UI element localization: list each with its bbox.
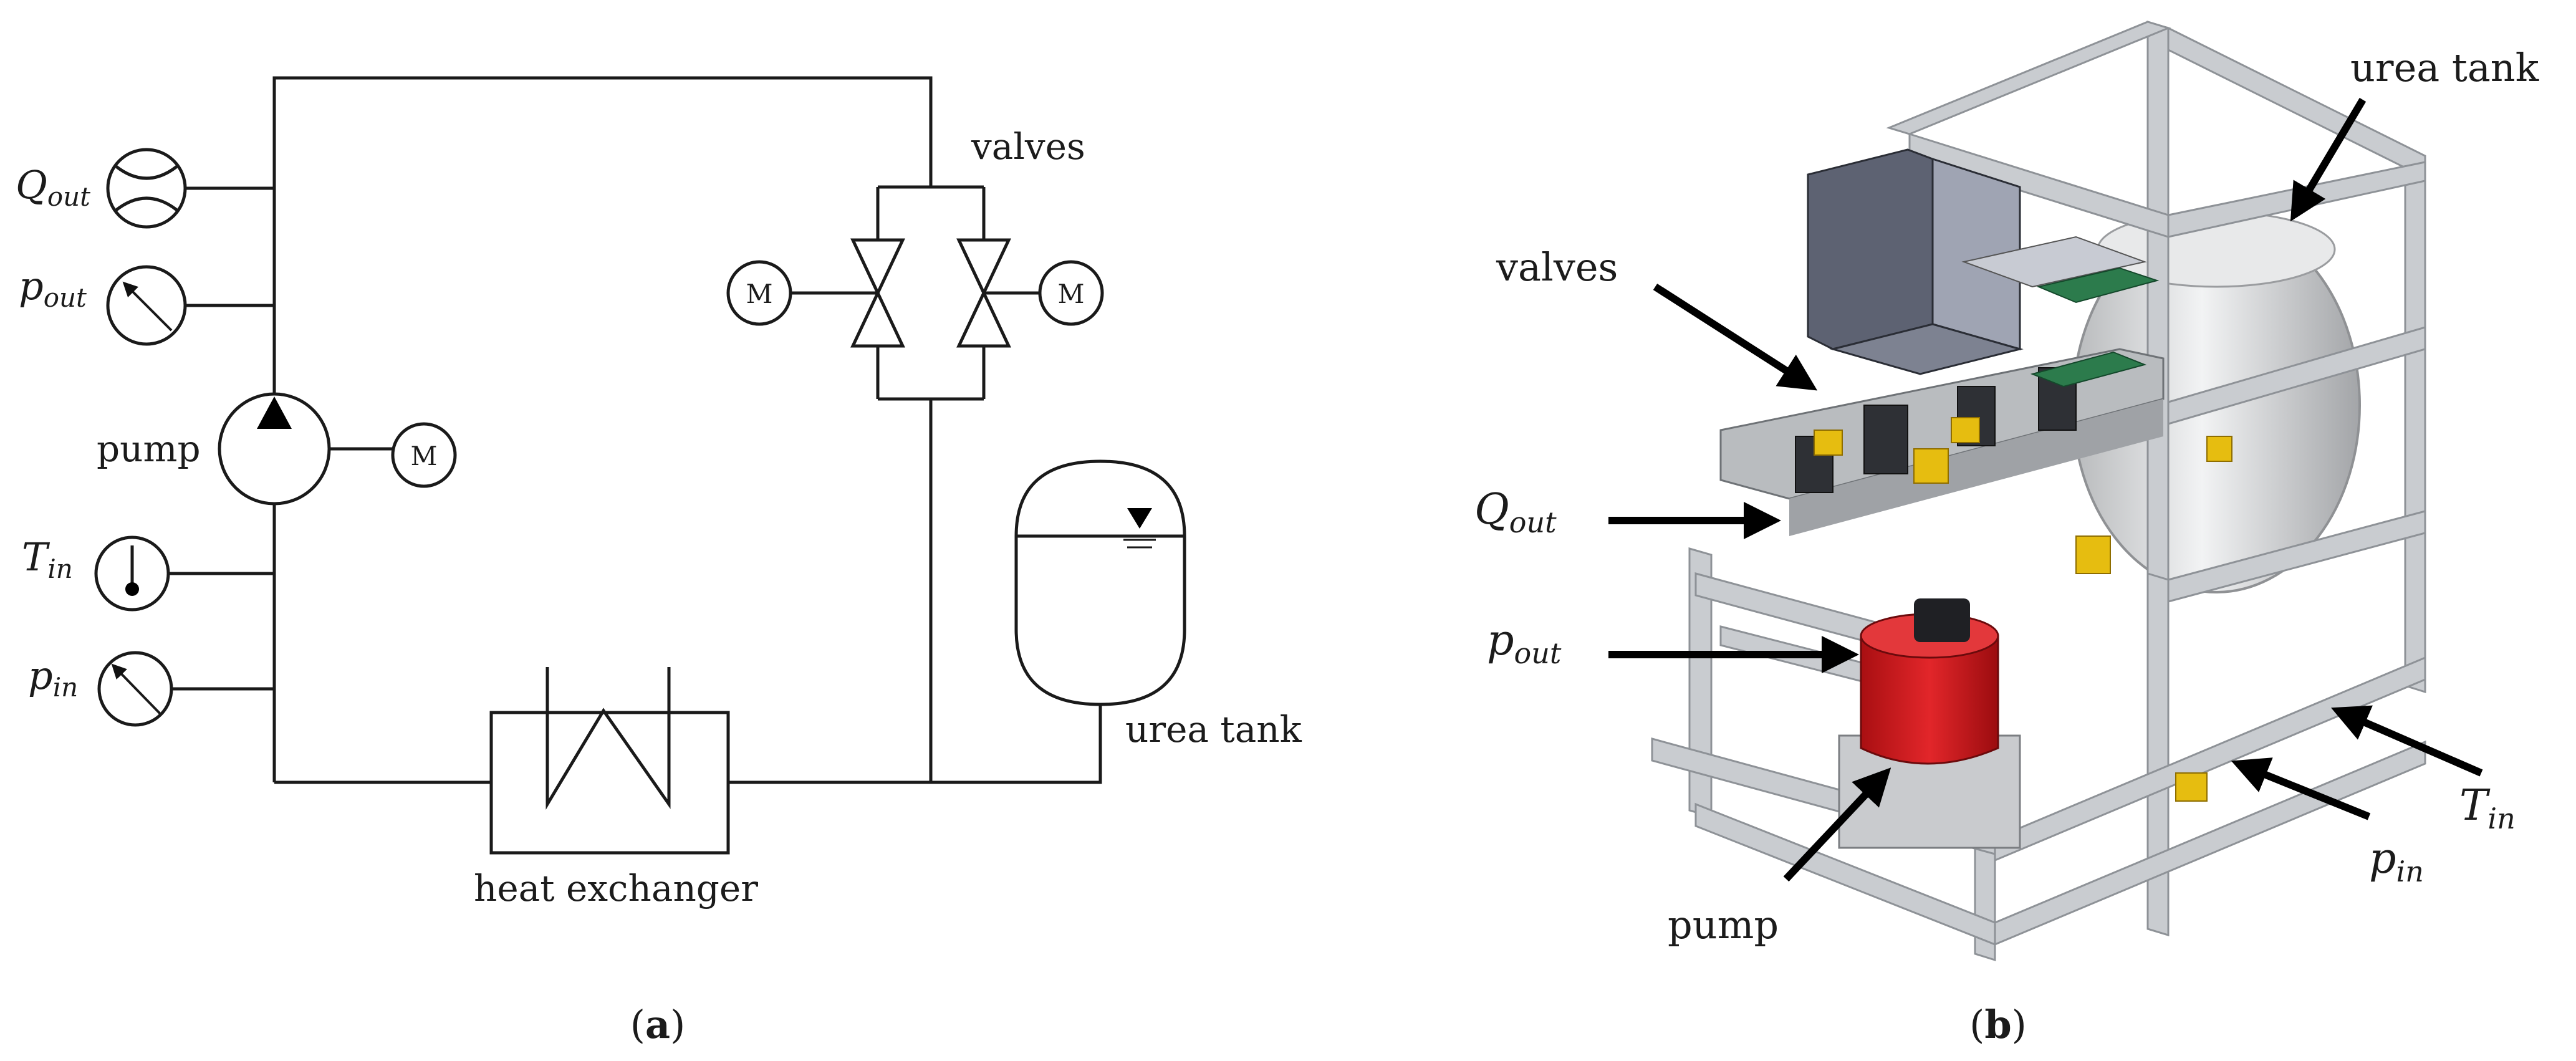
pressure-gauge-in-icon [97, 651, 173, 727]
pump-motor-label: M [410, 441, 437, 471]
schematic-label-urea-tank: urea tank [1125, 708, 1302, 751]
schematic-p-in-label: pin [28, 653, 78, 703]
urea-tank-symbol [1014, 459, 1186, 706]
thermometer-icon [94, 535, 170, 612]
render-label-pump: pump [1668, 902, 1779, 948]
heat-exchanger-coil [545, 667, 671, 810]
schematic-label-pump: pump [97, 428, 201, 470]
flow-meter-icon [106, 148, 187, 229]
arrow-valves [1653, 283, 1818, 391]
pressure-gauge-in-needle [111, 663, 161, 715]
pump-direction-icon [257, 396, 292, 429]
valve-left-motor-label: M [746, 279, 772, 309]
schematic-p-out-label: pout [19, 263, 87, 313]
arrow-urea-tank [2290, 97, 2367, 222]
schematic-label-heat-exchanger: heat exchanger [474, 867, 758, 910]
aluminum-frame [1651, 20, 2426, 962]
render-p-out-label: pout [1487, 616, 1562, 670]
render-label-urea-tank: urea tank [2350, 45, 2539, 90]
schematic-q-out-label: Qout [16, 162, 90, 212]
pump-render [1838, 598, 2021, 849]
pressure-gauge-out-icon [106, 265, 187, 346]
controller-housing [1807, 148, 2147, 375]
heat-exchanger-box [489, 711, 730, 855]
pump-motor-icon [391, 422, 457, 488]
panel-b-rendering [1608, 20, 2483, 962]
liquid-level-marker-icon [1127, 508, 1152, 529]
flow-meter-symbol [114, 165, 179, 212]
arrow-p-in [2231, 757, 2371, 820]
render-p-in-label: pin [2369, 834, 2424, 888]
valve-left-motor-icon [726, 260, 792, 326]
panel-a-caption: (a) [630, 1002, 686, 1047]
pressure-gauge-out-needle [122, 281, 173, 332]
pipe-top-loop [272, 76, 933, 782]
pcb-board-top [2036, 267, 2160, 304]
pipe-right-loop [728, 399, 933, 784]
arrow-t-in [2330, 705, 2483, 777]
valve-plate-edge [1789, 399, 2163, 536]
render-label-valves: valves [1496, 244, 1618, 290]
render-t-in-label: Tin [2459, 781, 2516, 835]
panel-b-caption: (b) [1969, 1002, 2027, 1047]
callout-arrows [1608, 97, 2483, 882]
arrow-pump [1783, 767, 1891, 882]
render-q-out-label: Qout [1474, 485, 1557, 539]
pcb-board-bottom [2030, 351, 2147, 388]
urea-tank-outlet-pipe [931, 704, 1102, 784]
schematic-t-in-label: Tin [22, 534, 73, 584]
valve-right-motor-icon [1038, 260, 1104, 326]
thermometer-bulb [125, 582, 139, 596]
valve-right-motor-label: M [1057, 279, 1084, 309]
valve-bypass-block [876, 185, 986, 401]
yellow-fittings [1814, 417, 2232, 802]
panel-a-schematic [94, 76, 1186, 855]
schematic-label-valves: valves [971, 125, 1085, 168]
